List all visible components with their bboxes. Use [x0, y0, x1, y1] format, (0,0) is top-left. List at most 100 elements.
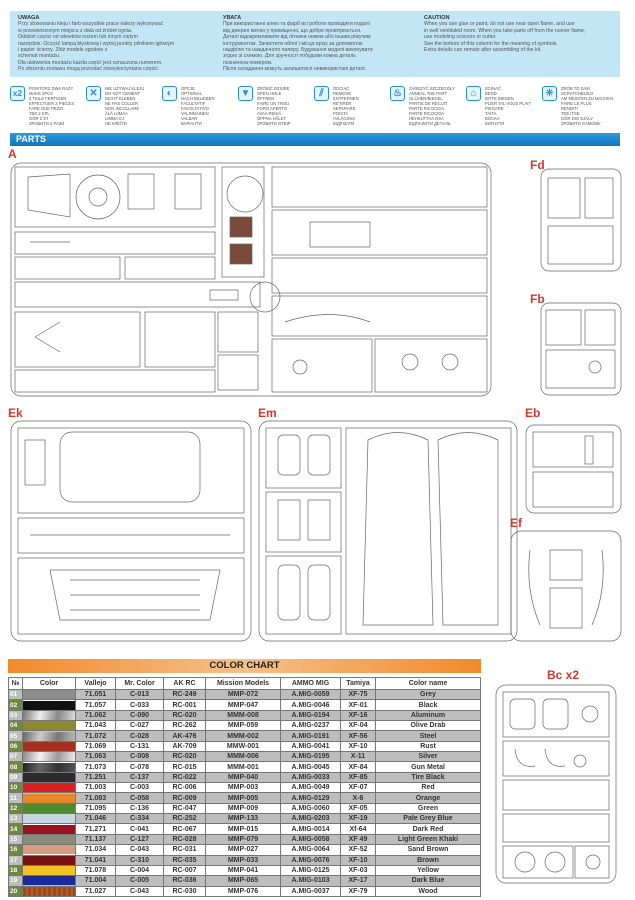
- cell-vallejo: 71.043: [75, 720, 116, 732]
- cell-name: Red: [375, 782, 481, 794]
- cell-vallejo: 71.034: [75, 844, 116, 856]
- caution-line: інструментом. Зачистити облої і місця вр…: [223, 40, 363, 47]
- cell-tamiya: XF 49: [340, 833, 376, 846]
- cell-mr: C-008: [115, 751, 164, 763]
- swatch-fill: [23, 741, 75, 751]
- caution-title: УВАГА: [223, 15, 242, 21]
- cell-ak: RC-047: [163, 802, 206, 815]
- cell-mr: C-131: [115, 740, 164, 753]
- cell-name: Dark Blue: [375, 875, 481, 887]
- cell-name: Yellow: [375, 864, 481, 877]
- symbol-line: НЕ КЛЕЇТИ: [105, 121, 127, 126]
- symbol-line: PARTE RICOCIDA: [409, 106, 445, 111]
- symbol-line: POWTÓRZ DWA RAZY: [29, 86, 74, 91]
- color-swatch: [22, 792, 76, 804]
- sprue-eb: [525, 424, 622, 514]
- column-header: Tamiya: [340, 677, 376, 690]
- symbol-line: ЗРОБИТИ САМОМУ: [561, 121, 601, 126]
- symbol-line: PARTE RICOCIDA: [409, 111, 445, 116]
- row-number: 09: [8, 771, 23, 784]
- row-number: 06: [8, 740, 23, 753]
- cell-mm: MMP-076: [205, 885, 281, 897]
- symbol-line: OPCJE: [181, 86, 195, 91]
- swatch-fill: [23, 814, 75, 824]
- column-header: Color name: [375, 677, 481, 690]
- cell-mm: MMP-033: [205, 854, 281, 866]
- sprue-label-fb: Fb: [530, 292, 545, 306]
- symbol-line: ODCIĄĆ: [333, 86, 350, 91]
- cell-mm: MMW-001: [205, 740, 281, 753]
- cell-mm: MMM-006: [205, 751, 281, 763]
- cell-vallejo: 71.271: [75, 823, 116, 835]
- cell-tamiya: XF-07: [340, 782, 376, 794]
- cell-ammo: A.MIG-0014: [280, 823, 341, 835]
- caution-line: See the bottom of this column for the me…: [424, 40, 558, 47]
- row-number: 03: [8, 709, 23, 722]
- symbol-line: ВАРІАНТИ: [181, 121, 202, 126]
- caution-line: позначена номером.: [223, 59, 273, 66]
- color-swatch: [22, 813, 76, 825]
- symbol-line: ВИГНУТИ: [485, 121, 505, 126]
- cell-vallejo: 71.046: [75, 813, 116, 825]
- cell-tamiya: XF-16: [340, 709, 376, 722]
- cell-ak: AK-709: [163, 740, 206, 753]
- cell-mm: MMP-047: [205, 699, 281, 711]
- symbol-line: ZRÓB TO SAM: [561, 86, 590, 91]
- symbol-line: FACULTATIF: [181, 101, 206, 106]
- cell-ak: RC-015: [163, 761, 206, 773]
- cell-ak: RC-030: [163, 885, 206, 897]
- cell-ak: RC-262: [163, 720, 206, 732]
- row-number: 11: [8, 792, 23, 804]
- color-swatch: [22, 771, 76, 784]
- symbol-line: PLIER S'IL VOUS PLAIT: [485, 101, 532, 106]
- symbol-line: AM MEISTEN ZU MACHEN: [561, 96, 614, 101]
- row-number: 07: [8, 751, 23, 763]
- symbol-line: ANNEAL THE PART: [409, 91, 448, 96]
- sprue-label-fd: Fd: [530, 158, 545, 172]
- cell-mr: C-004: [115, 864, 164, 877]
- swatch-fill: [23, 834, 75, 844]
- caution-line: When you use glue or paint, do not use n…: [424, 21, 575, 28]
- cell-ak: RC-007: [163, 864, 206, 877]
- symbol-line: ÖFFNEN: [257, 96, 275, 101]
- cell-mm: MMP-005: [205, 792, 281, 804]
- cell-vallejo: 71.062: [75, 709, 116, 722]
- swatch-fill: [23, 710, 75, 720]
- cell-ammo: A.MIG-0049: [280, 782, 341, 794]
- cell-vallejo: 71.003: [75, 782, 116, 794]
- symbol-line: ZAREZYĆ SZCZEGÓŁY: [409, 86, 456, 91]
- sprue-em: [258, 420, 518, 642]
- cell-ak: RC-001: [163, 699, 206, 711]
- cell-ammo: A.MIG-0045: [280, 761, 341, 773]
- color-swatch: [22, 864, 76, 877]
- symbol-line: ENTFERNEN: [333, 96, 359, 101]
- cell-ak: RC-036: [163, 875, 206, 887]
- cell-ammo: A.MIG-0064: [280, 844, 341, 856]
- cell-ammo: A.MIG-0195: [280, 751, 341, 763]
- symbol-line: NON INCOLLARE: [105, 106, 140, 111]
- cell-tamiya: XF-01: [340, 699, 376, 711]
- symbol-line: BÖCKA: [485, 116, 500, 121]
- caution-line: згідно зі схемою. Для зручності побудови…: [223, 53, 356, 60]
- cell-ak: RC-009: [163, 792, 206, 804]
- column-header: Vallejo: [75, 677, 116, 690]
- parts-header: PARTS: [10, 133, 620, 146]
- cell-mm: MMP-072: [205, 688, 281, 701]
- color-swatch: [22, 802, 76, 815]
- caution-title: CAUTION: [424, 15, 450, 21]
- row-number: 04: [8, 720, 23, 732]
- symbol-line: ЗРОБИТИ 2 РАЗИ: [29, 121, 65, 126]
